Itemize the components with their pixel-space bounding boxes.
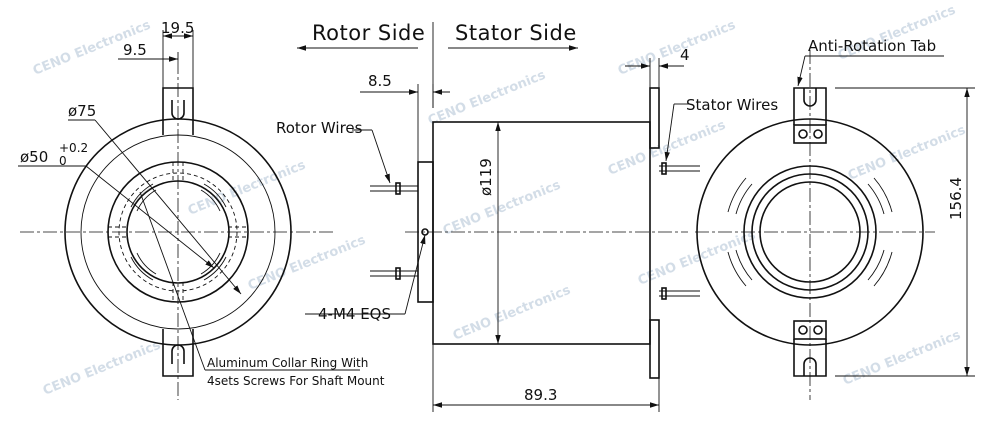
dim-collar-thickness: 8.5: [368, 72, 392, 90]
watermark: CENO Electronics: [246, 233, 368, 294]
rotor-wires-label: Rotor Wires: [276, 119, 363, 137]
watermark: CENO Electronics: [41, 338, 163, 399]
dim-slot-width: 19.5: [161, 19, 194, 37]
watermarks: CENO Electronics CENO Electronics CENO E…: [31, 3, 968, 399]
screws-label: 4-M4 EQS: [318, 305, 391, 323]
anti-rotation-tab-label: Anti-Rotation Tab: [808, 37, 936, 55]
stator-wires: [659, 103, 700, 300]
watermark: CENO Electronics: [441, 178, 563, 239]
watermark: CENO Electronics: [451, 283, 573, 344]
rotor-face-view: 19.5 9.5 ø75 ø50 +0.2 0 Aluminum Collar …: [18, 19, 385, 400]
watermark: CENO Electronics: [426, 68, 548, 129]
stator-face-view: Anti-Rotation Tab 156.4: [695, 37, 975, 400]
collar-note-line2: 4sets Screws For Shaft Mount: [207, 374, 385, 388]
watermark: CENO Electronics: [841, 328, 963, 389]
dim-bore-tol-plus: +0.2: [59, 141, 88, 155]
dim-outer-diameter: ø75: [68, 102, 96, 120]
collar-note-line1: Aluminum Collar Ring With: [207, 356, 368, 370]
collar-screws: [108, 162, 248, 302]
stator-slots: [727, 177, 893, 287]
dim-bore-diameter: ø50: [20, 148, 48, 166]
dim-length: 89.3: [524, 386, 557, 404]
dim-flange-thickness: 4: [680, 46, 690, 64]
rotor-side-label: Rotor Side: [312, 21, 425, 45]
stator-wires-label: Stator Wires: [686, 96, 778, 114]
rotor-wires: [352, 129, 418, 280]
dim-tab-offset: 9.5: [123, 41, 147, 59]
watermark: CENO Electronics: [616, 18, 738, 79]
dim-body-diameter: ø119: [477, 158, 495, 196]
side-view: Rotor Side Stator Side Rotor Wires: [276, 21, 778, 412]
watermark: CENO Electronics: [606, 118, 728, 179]
stator-side-label: Stator Side: [455, 21, 577, 45]
dim-bore-tol-minus: 0: [59, 154, 67, 168]
dim-height: 156.4: [947, 177, 965, 220]
